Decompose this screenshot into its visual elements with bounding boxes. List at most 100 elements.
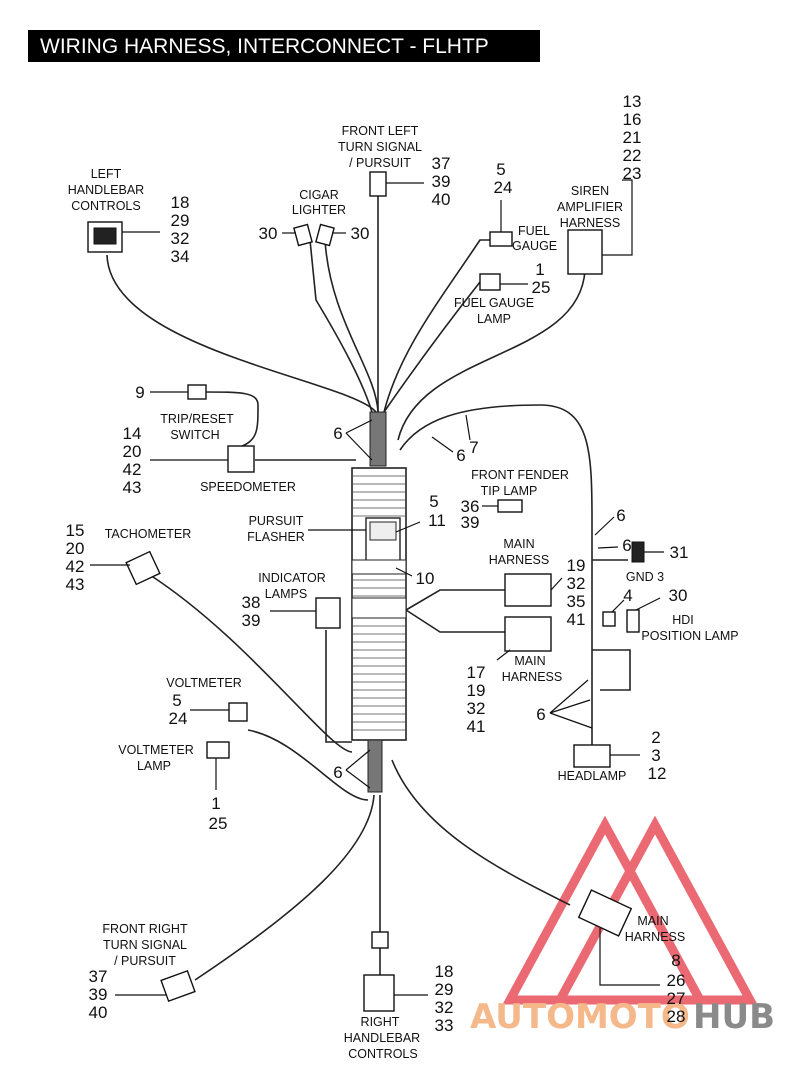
- callout: 41: [567, 610, 586, 629]
- callout: 35: [567, 592, 586, 611]
- label-trip-reset-1: TRIP/RESET: [160, 412, 234, 426]
- harness-trunk: [351, 411, 407, 793]
- main-harness-br-connector-icon: [577, 889, 633, 937]
- speedometer-connector-icon: [227, 445, 255, 473]
- callout: 43: [66, 575, 85, 594]
- callout: 24: [169, 709, 188, 728]
- fuel-gauge-lamp-connector-icon: [479, 273, 501, 291]
- upper-branches: [106, 190, 593, 745]
- label-front-left-turn-1: FRONT LEFT: [342, 124, 419, 138]
- callout: 30: [351, 224, 370, 243]
- callout: 17: [467, 663, 486, 682]
- gnd-lug-icon: [602, 611, 616, 627]
- label-fuel-gauge-1: FUEL: [518, 224, 550, 238]
- callout: 19: [467, 681, 486, 700]
- callout: 16: [623, 110, 642, 129]
- callout: 6: [333, 763, 342, 782]
- callout: 20: [66, 539, 85, 558]
- label-pursuit-2: FLASHER: [247, 530, 305, 544]
- trip-reset-connector-icon: [187, 384, 207, 400]
- callout: 41: [467, 717, 486, 736]
- label-voltmeter-lamp-2: LAMP: [137, 759, 171, 773]
- label-front-right-1: FRONT RIGHT: [102, 922, 188, 936]
- callout: 6: [456, 446, 465, 465]
- tachometer-connector-icon: [125, 550, 161, 586]
- callout: 8: [671, 951, 680, 970]
- label-main-harness-br-1: MAIN: [637, 914, 668, 928]
- callout: 6: [622, 536, 631, 555]
- callout: 43: [123, 478, 142, 497]
- right-handlebar-connector-icon: [363, 974, 395, 1012]
- callout: 26: [667, 971, 686, 990]
- callout: 40: [432, 190, 451, 209]
- callout: 30: [669, 586, 688, 605]
- callout: 40: [89, 1003, 108, 1022]
- callout: 25: [209, 814, 228, 833]
- voltmeter-lamp-connector-icon: [206, 741, 230, 759]
- label-cigar-1: CIGAR: [299, 188, 339, 202]
- label-front-right-3: / PURSUIT: [114, 954, 176, 968]
- callout: 22: [623, 146, 642, 165]
- label-speedometer: SPEEDOMETER: [200, 480, 296, 494]
- callout: 7: [469, 438, 478, 457]
- callout: 42: [66, 557, 85, 576]
- label-hdi-1: HDI: [672, 613, 694, 627]
- callout: 32: [467, 699, 486, 718]
- main-harness-lower-connector-icon: [504, 616, 552, 652]
- label-front-right-2: TURN SIGNAL: [103, 938, 187, 952]
- lower-branches: [149, 559, 631, 981]
- callout: 5: [429, 492, 438, 511]
- callout-numbers: 13 16 21 22 23 37 39 40 5 24 18 29 32 34…: [66, 92, 689, 1035]
- label-siren-2: AMPLIFIER: [557, 200, 623, 214]
- label-left-handlebar-2: HANDLEBAR: [68, 183, 144, 197]
- callout: 30: [259, 224, 278, 243]
- callout: 12: [648, 764, 667, 783]
- callout: 37: [432, 154, 451, 173]
- callout: 34: [171, 247, 190, 266]
- callout: 32: [171, 229, 190, 248]
- siren-amplifier-connector-icon: [567, 229, 603, 275]
- callout: 10: [416, 569, 435, 588]
- callout: 14: [123, 424, 142, 443]
- callout: 31: [670, 543, 689, 562]
- callout: 18: [435, 962, 454, 981]
- label-front-left-turn-2: TURN SIGNAL: [338, 140, 422, 154]
- label-fuel-gauge-lamp-1: FUEL GAUGE: [454, 296, 534, 310]
- callout: 5: [172, 691, 181, 710]
- callout: 1: [211, 794, 220, 813]
- callout: 29: [171, 211, 190, 230]
- label-trip-reset-2: SWITCH: [170, 428, 219, 442]
- watermark-text-hub: HUB: [693, 997, 775, 1037]
- callout: 28: [667, 1007, 686, 1026]
- callout: 21: [623, 128, 642, 147]
- label-main-harness-lower-2: HARNESS: [502, 670, 562, 684]
- callout: 2: [651, 728, 660, 747]
- callout: 4: [623, 586, 632, 605]
- label-front-fender-1: FRONT FENDER: [471, 468, 569, 482]
- callout: 1: [535, 260, 544, 279]
- label-left-handlebar-3: CONTROLS: [71, 199, 140, 213]
- callout: 13: [623, 92, 642, 111]
- label-indicator-2: LAMPS: [265, 587, 307, 601]
- callout: 25: [532, 278, 551, 297]
- indicator-lamps-connector-icon: [315, 597, 341, 629]
- label-fuel-gauge-2: GAUGE: [512, 239, 557, 253]
- callout: 39: [432, 172, 451, 191]
- label-fuel-gauge-lamp-2: LAMP: [477, 312, 511, 326]
- callout: 23: [623, 164, 642, 183]
- cigar-lighter-connector-icon-2: [315, 223, 335, 247]
- label-main-harness-upper-1: MAIN: [503, 537, 534, 551]
- label-front-left-turn-3: / PURSUIT: [349, 156, 411, 170]
- callout: 6: [536, 705, 545, 724]
- label-right-handlebar-2: HANDLEBAR: [344, 1031, 420, 1045]
- callout: 27: [667, 989, 686, 1008]
- label-right-handlebar-3: CONTROLS: [348, 1047, 417, 1061]
- front-fender-lamp-connector-icon: [497, 499, 523, 513]
- callout: 38: [242, 593, 261, 612]
- label-left-handlebar-1: LEFT: [91, 167, 122, 181]
- leader-lines: [90, 179, 664, 996]
- hdi-lamp-connector-icon: [626, 609, 640, 633]
- callout: 9: [135, 383, 144, 402]
